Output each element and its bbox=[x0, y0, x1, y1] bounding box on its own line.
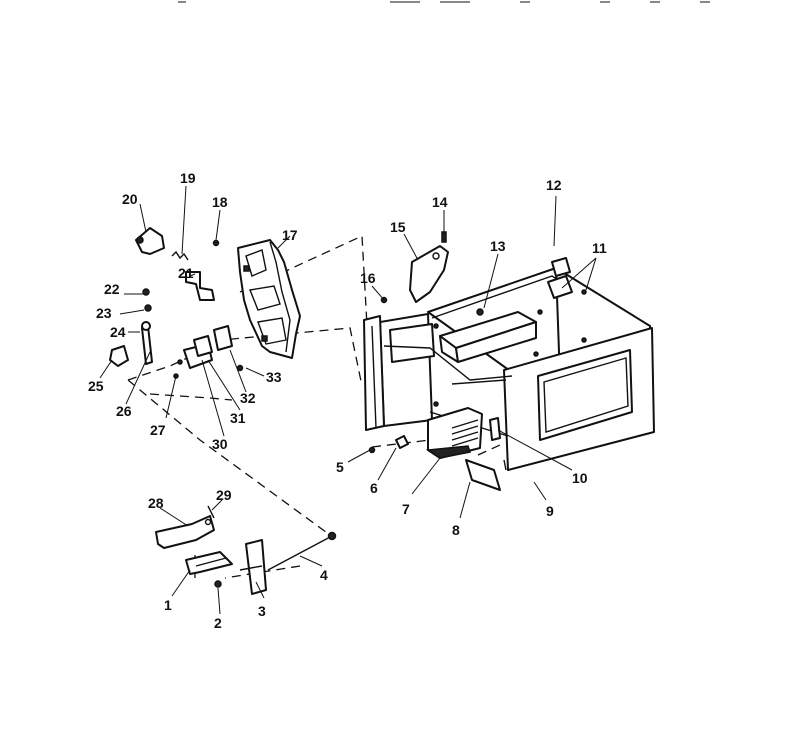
part-24 bbox=[141, 321, 153, 365]
label-9: 9 bbox=[546, 503, 554, 519]
label-32: 32 bbox=[240, 390, 256, 406]
label-20: 20 bbox=[122, 191, 138, 207]
label-12: 12 bbox=[546, 177, 562, 193]
label-7: 7 bbox=[402, 501, 410, 517]
part-29 bbox=[207, 505, 215, 519]
label-13: 13 bbox=[490, 238, 506, 254]
part-3 bbox=[239, 539, 267, 595]
label-31: 31 bbox=[230, 410, 246, 426]
label-19: 19 bbox=[180, 170, 196, 186]
part-28 bbox=[155, 515, 215, 549]
part-30 bbox=[193, 335, 213, 357]
label-14: 14 bbox=[432, 194, 448, 210]
label-1: 1 bbox=[164, 597, 172, 613]
label-33: 33 bbox=[266, 369, 282, 385]
leader-lines bbox=[99, 185, 597, 615]
label-11: 11 bbox=[592, 240, 607, 256]
part-2 bbox=[214, 580, 222, 588]
part-14 bbox=[441, 231, 447, 243]
label-24: 24 bbox=[110, 324, 126, 340]
label-21: 21 bbox=[178, 265, 194, 281]
label-22: 22 bbox=[104, 281, 120, 297]
part-10 bbox=[489, 417, 501, 441]
part-32 bbox=[213, 325, 233, 351]
label-17: 17 bbox=[282, 227, 298, 243]
part-number-labels: 20 19 18 17 21 22 23 24 25 26 27 30 31 3… bbox=[88, 170, 607, 631]
part-15 bbox=[409, 245, 449, 303]
label-27: 27 bbox=[150, 422, 166, 438]
label-18: 18 bbox=[212, 194, 228, 210]
label-5: 5 bbox=[336, 459, 344, 475]
oven-cavity bbox=[363, 257, 655, 471]
part-1 bbox=[185, 551, 233, 575]
label-25: 25 bbox=[88, 378, 104, 394]
part-6 bbox=[395, 435, 409, 449]
label-4: 4 bbox=[320, 567, 328, 583]
label-23: 23 bbox=[96, 305, 112, 321]
label-26: 26 bbox=[116, 403, 132, 419]
bracket-17 bbox=[237, 239, 301, 359]
label-6: 6 bbox=[370, 480, 378, 496]
part-21 bbox=[185, 271, 215, 301]
label-28: 28 bbox=[148, 495, 164, 511]
label-30: 30 bbox=[212, 436, 228, 452]
label-29: 29 bbox=[216, 487, 232, 503]
part-8 bbox=[465, 459, 501, 491]
part-20 bbox=[135, 227, 165, 255]
label-16: 16 bbox=[360, 270, 376, 286]
part-19 bbox=[171, 250, 189, 261]
part-7 bbox=[425, 407, 483, 459]
label-8: 8 bbox=[452, 522, 460, 538]
part-25 bbox=[109, 345, 129, 367]
label-3: 3 bbox=[258, 603, 266, 619]
label-2: 2 bbox=[214, 615, 222, 631]
part-4 bbox=[267, 531, 337, 571]
label-10: 10 bbox=[572, 470, 588, 486]
label-15: 15 bbox=[390, 219, 406, 235]
